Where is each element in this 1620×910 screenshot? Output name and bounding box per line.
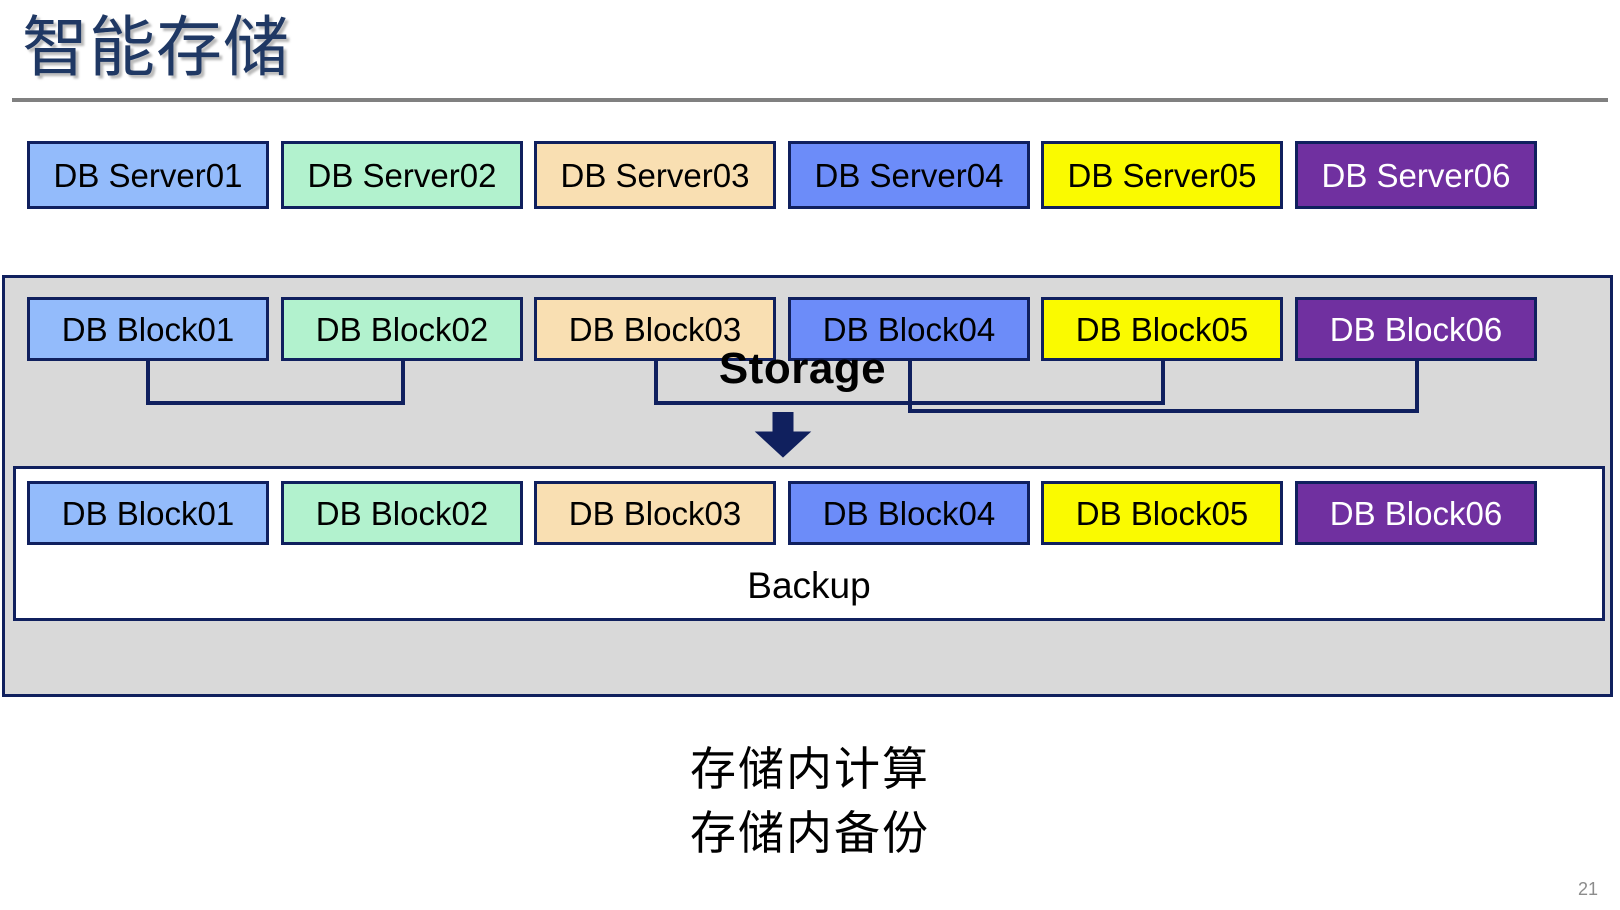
bracket-3-horizontal xyxy=(908,409,1419,413)
db-server-box-label: DB Server02 xyxy=(307,156,497,194)
db-server-box-2[interactable]: DB Server02 xyxy=(281,141,523,209)
db-server-box-4[interactable]: DB Server04 xyxy=(788,141,1030,209)
db-block-box-label: DB Block02 xyxy=(315,310,489,348)
db-server-box-6[interactable]: DB Server06 xyxy=(1295,141,1537,209)
bracket-3-vertical-left xyxy=(908,361,912,413)
db-server-box-label: DB Server05 xyxy=(1067,156,1257,194)
bracket-1-vertical-left xyxy=(146,361,150,405)
db-block-box-5[interactable]: DB Block05 xyxy=(1041,297,1283,361)
caption-in-storage-backup: 存储内备份 xyxy=(690,807,930,859)
db-server-box-label: DB Server03 xyxy=(560,156,750,194)
db-block-box-label: DB Block01 xyxy=(61,310,235,348)
backup-label: Backup xyxy=(747,565,871,606)
db-block-backup-box-4[interactable]: DB Block04 xyxy=(788,481,1030,545)
db-server-box-label: DB Server04 xyxy=(814,156,1004,194)
db-block-box-2[interactable]: DB Block02 xyxy=(281,297,523,361)
page-title: 智能存储 xyxy=(22,10,290,84)
title-divider xyxy=(12,98,1608,102)
db-server-box-label: DB Server06 xyxy=(1321,156,1511,194)
bracket-1-vertical-right xyxy=(401,361,405,405)
db-server-box-1[interactable]: DB Server01 xyxy=(27,141,269,209)
db-block-backup-box-label: DB Block03 xyxy=(568,494,742,532)
db-block-backup-box-label: DB Block04 xyxy=(822,494,996,532)
db-block-box-label: DB Block06 xyxy=(1329,310,1503,348)
db-block-backup-box-5[interactable]: DB Block05 xyxy=(1041,481,1283,545)
db-block-box-label: DB Block04 xyxy=(822,310,996,348)
db-block-box-6[interactable]: DB Block06 xyxy=(1295,297,1537,361)
storage-label: Storage xyxy=(718,344,887,393)
db-block-backup-box-label: DB Block05 xyxy=(1075,494,1249,532)
db-block-backup-box-2[interactable]: DB Block02 xyxy=(281,481,523,545)
backup-flow-arrow-icon xyxy=(754,412,812,458)
db-block-backup-box-1[interactable]: DB Block01 xyxy=(27,481,269,545)
caption-in-storage-compute: 存储内计算 xyxy=(690,743,930,795)
db-block-backup-box-6[interactable]: DB Block06 xyxy=(1295,481,1537,545)
page-number: 21 xyxy=(1577,879,1598,899)
db-block-backup-box-label: DB Block02 xyxy=(315,494,489,532)
bracket-3-vertical-right xyxy=(1415,361,1419,413)
bracket-2-vertical-left xyxy=(654,361,658,405)
bracket-1-horizontal xyxy=(146,401,405,405)
db-block-box-label: DB Block03 xyxy=(568,310,742,348)
db-server-box-label: DB Server01 xyxy=(53,156,243,194)
db-server-box-5[interactable]: DB Server05 xyxy=(1041,141,1283,209)
db-block-backup-box-label: DB Block06 xyxy=(1329,494,1503,532)
db-block-backup-box-3[interactable]: DB Block03 xyxy=(534,481,776,545)
db-block-box-label: DB Block05 xyxy=(1075,310,1249,348)
db-block-box-3[interactable]: DB Block03 xyxy=(534,297,776,361)
db-block-box-4[interactable]: DB Block04 xyxy=(788,297,1030,361)
bracket-2-vertical-right xyxy=(1161,361,1165,405)
db-block-box-1[interactable]: DB Block01 xyxy=(27,297,269,361)
db-block-backup-box-label: DB Block01 xyxy=(61,494,235,532)
db-server-box-3[interactable]: DB Server03 xyxy=(534,141,776,209)
